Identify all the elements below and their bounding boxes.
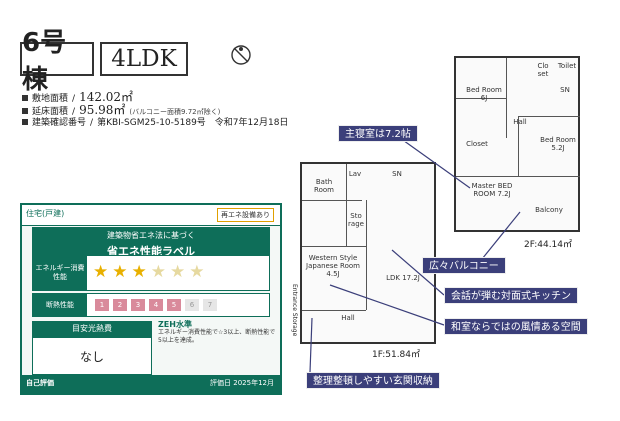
star-filled-icon: ★ [112,262,128,282]
spec-land-label: 敷地面積 [32,94,69,104]
spec-land-value: 142.02㎡ [79,90,134,104]
insulation-row-label: 断熱性能 [33,294,87,316]
renewable-badge: 再エネ設備あり [217,208,274,222]
wall [346,164,347,246]
star-empty-icon: ★ [150,262,166,282]
card-category: 住宅(戸建) [26,209,65,218]
card-top: 住宅(戸建) 再エネ設備あり [22,205,280,226]
energy-row-label: エネルギー消費性能 [33,256,87,290]
self-eval-label: 自己評価 [26,379,54,387]
card-footer: 自己評価 評価日 2025年12月 [22,375,280,393]
zeh-box: ZEH水準 エネルギー消費性能で☆3以上、断熱性能で5以上を達成。 [158,321,276,375]
insulation-level: 1 [95,299,109,311]
callout-kitchen: 会話が弾む対面式キッチン [444,287,578,304]
zeh-note: エネルギー消費性能で☆3以上、断熱性能で5以上を達成。 [158,329,276,344]
room-bed1-2f: Bed Room 6J [466,86,502,102]
room-hall-1f: Hall [341,314,355,322]
bullet-icon [22,119,28,125]
room-closet1-2f: Closet [466,140,488,148]
wall [302,200,362,201]
callout-japanese: 和室ならではの風情ある空間 [444,318,588,335]
wall [518,116,580,117]
room-toilet-2f: Toilet [557,62,577,70]
layout-type: 4LDK [100,42,188,76]
wall [506,58,507,138]
bullet-icon [22,95,28,101]
insulation-level: 5 [167,299,181,311]
insulation-level: 6 [185,299,199,311]
wall [518,116,519,176]
north-icon [230,44,252,66]
wall [302,246,366,247]
callout-master: 主寝室は7.2帖 [338,125,418,142]
room-sn-1f: SN [392,170,402,178]
star-filled-icon: ★ [93,262,109,282]
callout-balcony: 広々バルコニー [422,257,506,274]
spec-floor-value: 95.98㎡ [79,103,126,117]
bullet-icon [22,108,28,114]
energy-row: エネルギー消費性能 ★★★★★★ [32,255,270,291]
room-entrance-1f: Entrance Storage [291,284,298,337]
spec-cert-value: 第KBI-SGM25-10-5189号 令和7年12月18日 [97,118,289,128]
energy-label-card: 住宅(戸建) 再エネ設備あり 建築物省エネ法に基づく 省エネ性能ラベル エネルギ… [20,203,282,395]
spec-cert: 建築確認番号/ 第KBI-SGM25-10-5189号 令和7年12月18日 [22,118,352,129]
spec-floor: 延床面積/ 95.98㎡ (バルコニー面積9.72㎡除く) [22,103,352,118]
energy-stars: ★★★★★★ [93,264,205,281]
utility-cost-label: 目安光熱費 [32,321,152,337]
spec-floor-label: 延床面積 [32,107,69,117]
insulation-level: 4 [149,299,163,311]
room-bed2-2f: Bed Room 5.2J [540,136,576,152]
floor2-caption: 2F:44.14㎡ [524,240,573,250]
star-filled-icon: ★ [131,262,147,282]
spec-land: 敷地面積/ 142.02㎡ [22,90,352,105]
eval-date: 評価日 2025年12月 [210,379,274,387]
room-sn-2f: SN [560,86,570,94]
insulation-level: 3 [131,299,145,311]
zeh-title: ZEH水準 [158,320,192,329]
room-storage-1f: Sto rage [348,212,364,228]
callout-storage: 整理整頓しやすい玄関収納 [306,372,440,389]
wall [302,310,366,311]
room-bath-1f: Bath Room [314,178,334,194]
card-title: 省エネ性能ラベル [107,245,195,258]
room-japanese-1f: Western Style Japanese Room 4.5J [306,254,360,278]
floor1-caption: 1F:51.84㎡ [372,350,421,360]
spec-list: 敷地面積/ 142.02㎡ 延床面積/ 95.98㎡ (バルコニー面積9.72㎡… [22,90,352,129]
room-balcony-2f: Balcony [535,206,563,214]
utility-cost-value: なし [32,337,152,375]
room-ldk-1f: LDK 17.2J [386,274,420,282]
spec-floor-note: (バルコニー面積9.72㎡除く) [129,108,221,116]
card-title-small: 建築物省エネ法に基づく [107,231,195,240]
wall [366,200,367,310]
wall [456,98,506,99]
room-master-2f: Master BED ROOM 7.2J [471,182,513,198]
room-wic-2f: Clo set [537,62,549,78]
star-empty-icon: ★ [189,262,205,282]
floor-plan-2f: Bed Room 6J Bed Room 5.2J Master BED ROO… [454,56,580,232]
star-empty-icon: ★ [170,262,186,282]
room-lav-1f: Lav [348,170,362,178]
room-hall-2f: Hall [513,118,527,126]
spec-cert-label: 建築確認番号 [32,118,87,128]
wall [456,176,580,177]
insulation-level: 2 [113,299,127,311]
insulation-level: 7 [203,299,217,311]
